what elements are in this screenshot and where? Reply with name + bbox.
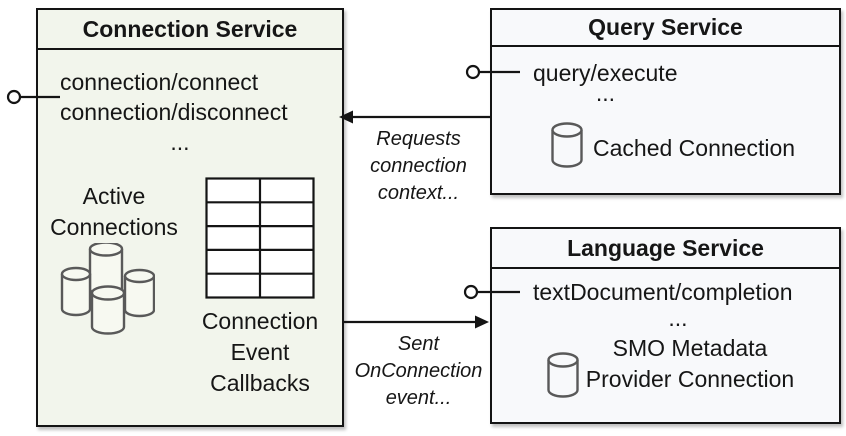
database-cluster-icon [60,243,155,335]
connection-service-header: Connection Service [38,10,342,50]
arrow-left-icon [339,110,490,124]
language-service-title: Language Service [567,235,764,261]
callbacks-line3: Callbacks [210,370,310,396]
connection-service-box: Connection Service connection/connect co… [36,8,344,427]
smo-metadata-line1: SMO Metadata [612,335,768,361]
language-service-box: Language Service textDocument/completion… [490,227,841,424]
query-interface-lollipop-icon [465,64,520,80]
callbacks-label: Connection Event Callbacks [185,306,335,399]
smo-metadata-label: SMO Metadata Provider Connection [584,333,796,395]
sent-caption-line1: Sent [397,333,440,355]
method-connection-disconnect: connection/disconnect [60,99,288,125]
sent-onconnection-event-caption: Sent OnConnection event... [346,331,491,412]
query-methods-ellipsis: ... [595,80,616,106]
callbacks-line1: Connection [201,308,319,334]
language-methods-ellipsis: ... [668,305,688,331]
active-connections-line2: Connections [50,214,178,240]
query-service-header: Query Service [492,10,839,47]
requests-caption-line2: connection [370,155,467,177]
database-icon [547,352,579,398]
callbacks-line2: Event [230,339,290,365]
method-connection-connect: connection/connect [60,69,259,95]
cached-connection-label: Cached Connection [593,135,796,161]
arrow-right-icon [343,315,489,329]
database-icon [551,122,583,168]
sent-caption-line3: event... [385,387,452,409]
smo-metadata-line2: Provider Connection [585,366,795,392]
query-execute-method: query/execute [533,60,678,86]
requests-caption-line1: Requests [376,128,461,150]
connection-methods-list: connection/connect connection/disconnect… [60,67,300,157]
active-connections-line1: Active [82,183,146,209]
requests-caption-line3: context... [377,182,460,204]
language-service-header: Language Service [492,229,839,269]
active-connections-label: Active Connections [38,181,190,243]
methods-ellipsis: ... [170,129,190,155]
connection-service-title: Connection Service [82,16,298,42]
query-service-box: Query Service query/execute ... Cached C… [490,8,841,195]
query-service-title: Query Service [588,14,743,40]
language-interface-lollipop-icon [463,284,520,300]
callbacks-table-icon [205,177,315,299]
textdocument-completion-method: textDocument/completion [533,279,793,305]
requests-connection-context-caption: Requests connection context... [346,126,491,207]
connection-interface-lollipop-icon [6,89,60,105]
sent-caption-line2: OnConnection [354,360,483,382]
